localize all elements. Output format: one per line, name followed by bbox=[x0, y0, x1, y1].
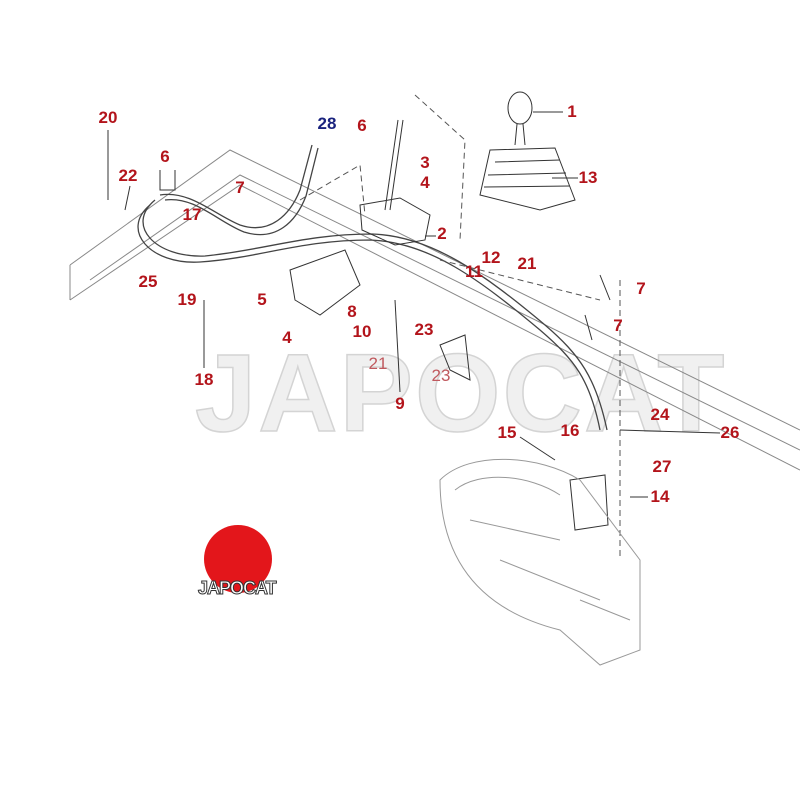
callout-7: 7 bbox=[235, 178, 245, 197]
callout-15: 15 bbox=[497, 423, 517, 442]
callout-17: 17 bbox=[182, 205, 202, 224]
callout-6: 6 bbox=[160, 147, 170, 166]
guide-lines bbox=[299, 94, 621, 560]
callout-24: 24 bbox=[650, 405, 670, 424]
watermark: JAPOCAT bbox=[194, 331, 727, 456]
callout-7-upper-right: 7 bbox=[636, 279, 646, 298]
callout-1: 1 bbox=[567, 102, 577, 121]
shift-lever bbox=[359, 119, 431, 246]
brackets bbox=[289, 249, 611, 531]
callout-11: 11 bbox=[465, 262, 483, 281]
callout-12: 12 bbox=[481, 248, 501, 267]
callout-26: 26 bbox=[720, 423, 740, 442]
shift-knob-boot bbox=[479, 91, 576, 211]
callout-10: 10 bbox=[352, 322, 372, 341]
callout-13: 13 bbox=[578, 168, 598, 187]
callout-16: 16 bbox=[560, 421, 580, 440]
callout-18: 18 bbox=[194, 370, 214, 389]
callout-28: 28 bbox=[317, 114, 337, 133]
callout-4-lower: 4 bbox=[282, 328, 292, 347]
frame-rail bbox=[69, 149, 800, 471]
callout-5: 5 bbox=[257, 290, 267, 309]
japocat-logo: JAPOCAT bbox=[198, 525, 288, 605]
callout-8: 8 bbox=[347, 302, 357, 321]
callout-3: 3 bbox=[420, 153, 430, 172]
callout-22: 22 bbox=[118, 166, 138, 185]
callout-27: 27 bbox=[652, 457, 672, 476]
callout-25: 25 bbox=[138, 272, 158, 291]
callout-23: 23 bbox=[414, 320, 434, 339]
callout-20: 20 bbox=[98, 108, 118, 127]
callout-2: 2 bbox=[437, 224, 447, 243]
callout-21: 21 bbox=[517, 254, 537, 273]
transmission bbox=[439, 458, 641, 666]
callout-19: 19 bbox=[177, 290, 197, 309]
callout-7-lower-right: 7 bbox=[613, 316, 623, 335]
callout-14: 14 bbox=[650, 487, 670, 506]
callout-23-lower: 23 bbox=[431, 366, 451, 385]
logo-sun-icon bbox=[204, 525, 272, 593]
callout-21-lower: 21 bbox=[368, 354, 388, 373]
callout-4: 4 bbox=[420, 173, 430, 192]
callout-6-group: 6 bbox=[357, 116, 367, 135]
logo-text: JAPOCAT bbox=[198, 578, 278, 599]
leader-lines bbox=[107, 111, 721, 498]
callout-9: 9 bbox=[395, 394, 405, 413]
shift-cables bbox=[137, 144, 608, 431]
